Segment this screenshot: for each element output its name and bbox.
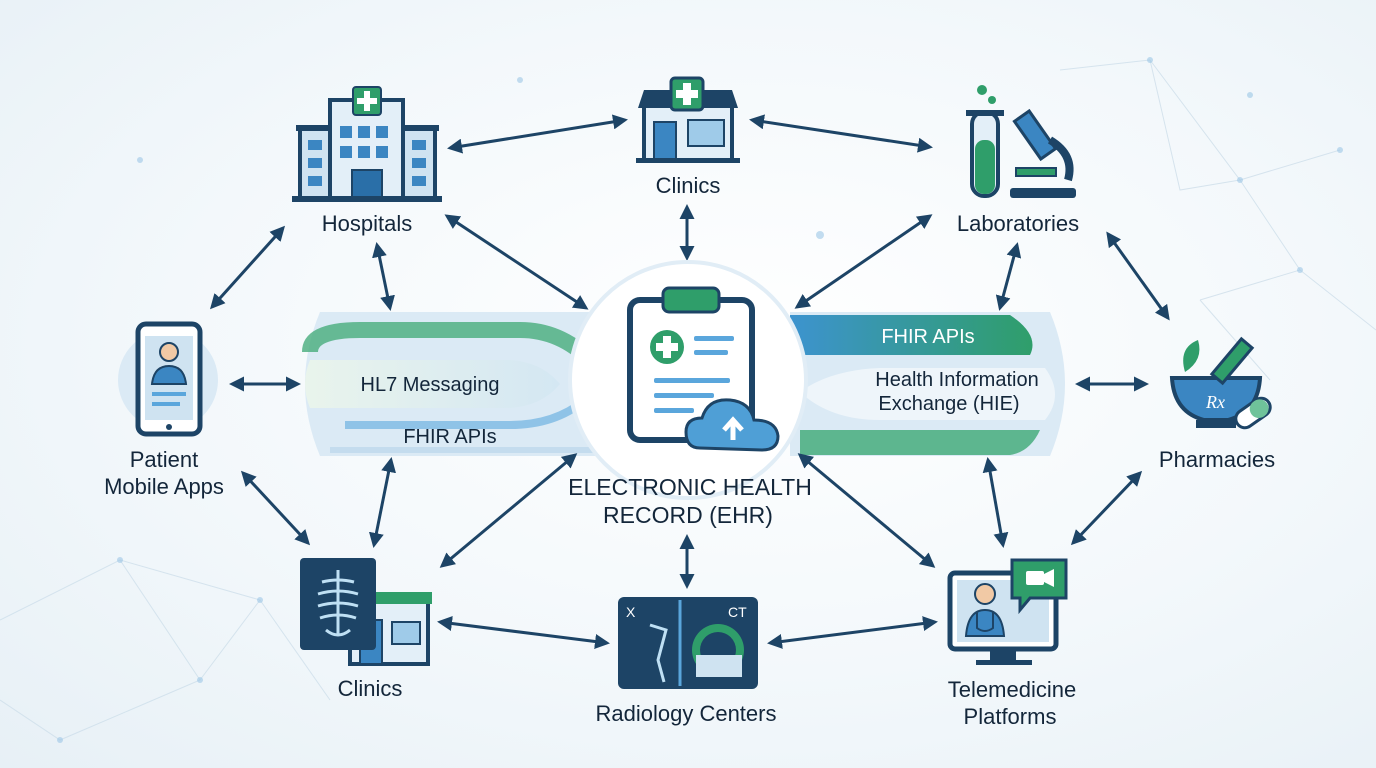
arrow-band-clinics [368,457,397,548]
test-tube-microscope-icon [966,85,1076,198]
clipboard-cloud-upload-icon [627,286,780,452]
xray-clinic-icon [300,558,432,666]
ehr-title-line1: ELECTRONIC HEALTH [568,474,812,500]
label-clinics-bottom: Clinics [338,676,403,701]
node-radiology-centers: X CT Radiology Centers [596,597,777,726]
band-label-hie-line2: Exchange (HIE) [878,393,1019,415]
ehr-title-line2: RECORD (EHR) [603,502,773,528]
label-pharmacies: Pharmacies [1159,447,1275,472]
arrow-labs-pharmacies [1106,231,1170,321]
node-laboratories: Laboratories [957,85,1079,236]
hospital-building-icon [292,86,442,202]
arrow-clinics-laboratories [749,114,933,153]
clinic-storefront-icon [636,76,740,163]
background-dots [57,57,1343,743]
smartphone-patient-icon [135,321,203,437]
arrow-radiology-telemedicine [767,616,938,649]
arrow-ehr-telemedicine [797,453,936,568]
arrow-ehr-clinics [439,453,578,568]
label-patient-line2: Mobile Apps [104,474,224,499]
arrow-hospitals-ehr [444,214,589,310]
arrow-clinics-radiology [437,616,610,649]
node-clinics-top: Clinics [636,76,740,198]
connection-arrows [209,114,1170,649]
arrow-labs-band [995,242,1022,311]
band-label-hie-line1: Health Information [875,369,1038,391]
arrow-hospitals-patient [209,225,286,310]
arrow-hospitals-clinics [447,114,628,154]
pharmacy-rx-mark: Rx [1205,392,1225,412]
arrow-labs-ehr [794,214,933,309]
band-label-fhir-left: FHIR APIs [403,426,496,448]
label-radiology: Radiology Centers [596,701,777,726]
radiology-ct-tag: CT [728,604,747,620]
node-clinics-bottom: Clinics [300,558,432,701]
right-integration-band: FHIR APIs Health Information Exchange (H… [790,312,1065,456]
node-pharmacies: Rx Pharmacies [1159,336,1275,472]
label-telemedicine-line1: Telemedicine [948,677,1076,702]
arrow-hospitals-band [372,242,395,311]
label-laboratories: Laboratories [957,211,1079,236]
radiology-x-tag: X [626,604,636,620]
arrow-patient-clinics [240,470,311,546]
left-integration-band: HL7 Messaging FHIR APIs [302,312,596,456]
node-patient-mobile-apps: Patient Mobile Apps [104,321,224,499]
band-label-hl7: HL7 Messaging [361,374,500,396]
band-label-fhir-right: FHIR APIs [881,326,974,348]
node-hospitals: Hospitals [292,86,442,236]
arrow-pharmacies-telemedicine [1070,470,1143,546]
video-consult-icon [947,558,1068,665]
label-patient-line1: Patient [130,447,199,472]
ct-scanner-icon: X CT [618,597,758,689]
ehr-hub [568,260,808,500]
label-telemedicine-line2: Platforms [964,704,1057,729]
node-telemedicine: Telemedicine Platforms [947,558,1076,729]
arrow-band-telemedicine [982,457,1009,548]
label-hospitals: Hospitals [322,211,412,236]
mortar-pestle-pill-icon: Rx [1169,336,1272,430]
label-clinics-top: Clinics [656,173,721,198]
